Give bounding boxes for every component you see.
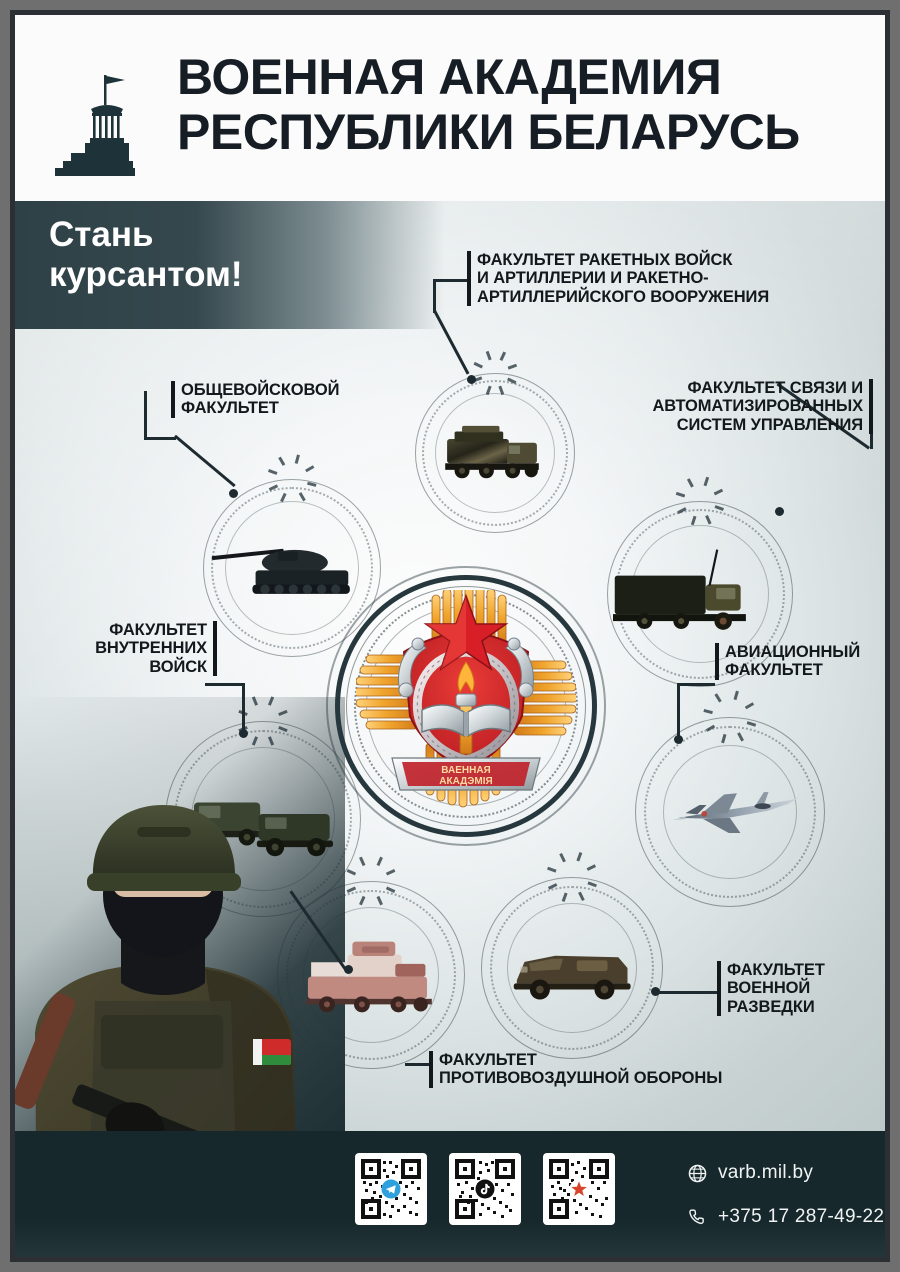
telegram-icon <box>381 1179 401 1199</box>
connector-internal-troops-v <box>242 683 245 733</box>
slogan-text: Стань курсантом! <box>49 215 243 295</box>
connector-dot-combined-arms <box>229 489 238 498</box>
connector-dot-intelligence <box>651 987 660 996</box>
connector-airdefense-h <box>405 1063 429 1066</box>
sam-launcher-vehicle-photo <box>300 904 443 1047</box>
connector-aviation-v <box>677 683 680 739</box>
qr-code-telegram[interactable] <box>355 1153 427 1225</box>
tiktok-note-icon <box>475 1179 495 1199</box>
medallion-air-defense <box>277 856 465 1069</box>
slogan-banner: Стань курсантом! <box>15 201 445 329</box>
website-text: varb.mil.by <box>718 1162 814 1183</box>
medallion-combined-arms <box>203 454 381 657</box>
qr-code-tiktok[interactable] <box>449 1153 521 1225</box>
emblem-outer-ring <box>326 566 606 846</box>
medallion-aviation <box>635 690 825 907</box>
connector-rocket-artillery-diag <box>433 309 470 375</box>
academy-rotunda-with-flag-icon <box>47 67 167 187</box>
label-rocket-artillery: ФАКУЛЬТЕТ РАКЕТНЫХ ВОЙСК И АРТИЛЛЕРИИ И … <box>467 251 847 307</box>
label-military-intelligence: ФАКУЛЬТЕТ ВОЕННОЙ РАЗВЕДКИ <box>717 961 877 1017</box>
page-title: ВОЕННАЯ АКАДЕМИЯ РЕСПУБЛИКИ БЕЛАРУСЬ <box>177 49 867 160</box>
title-line-2: РЕСПУБЛИКИ БЕЛАРУСЬ <box>177 104 800 160</box>
phone-icon <box>687 1207 708 1228</box>
connector-dot-rocket-artillery <box>467 375 476 384</box>
emblem-ribbon-line1: ВАЕННАЯ <box>441 765 490 776</box>
poster-body: Стань курсантом! <box>15 201 885 1257</box>
connector-combined-arms-v <box>144 391 147 439</box>
red-star-icon <box>569 1179 589 1199</box>
medallion-communications <box>607 476 793 687</box>
connector-dot-airdefense <box>344 965 353 974</box>
medallion-rocket-artillery <box>415 350 575 533</box>
medallion-military-intelligence <box>481 852 663 1059</box>
qr-code-row <box>355 1153 615 1225</box>
phone-row[interactable]: +375 17 287-49-22 <box>687 1201 884 1233</box>
footer-contacts: varb.mil.by +375 17 287-49-22 <box>687 1157 884 1233</box>
connector-rocket-artillery-v <box>433 279 436 313</box>
command-signal-truck-photo <box>613 523 770 664</box>
poster-frame: ВОЕННАЯ АКАДЕМИЯ РЕСПУБЛИКИ БЕЛАРУСЬ Ста… <box>10 10 890 1262</box>
missile-launcher-vehicle-photo <box>434 392 556 514</box>
phone-text: +375 17 287-49-22 <box>718 1206 885 1227</box>
label-internal-troops: ФАКУЛЬТЕТ ВНУТРЕННИХ ВОЙСК <box>57 621 217 677</box>
emblem-ring-dark <box>335 575 597 837</box>
fighter-jet-photo <box>658 740 802 884</box>
connector-dot-communications <box>775 507 784 516</box>
connector-internal-troops-h <box>205 683 245 686</box>
connector-aviation-h <box>677 683 715 686</box>
label-air-defense: ФАКУЛЬТЕТ ПРОТИВОВОЗДУШНОЙ ОБОРОНЫ <box>429 1051 799 1088</box>
military-academy-emblem: ВАЕННАЯ АКАДЭМІЯ <box>353 582 579 815</box>
armored-scout-car-photo <box>503 899 641 1037</box>
qr-code-social-star[interactable] <box>543 1153 615 1225</box>
emblem-ribbon-line2: АКАДЭМІЯ <box>439 776 492 787</box>
connector-rocket-artillery-h <box>433 279 467 282</box>
connector-combined-arms-h <box>144 437 176 440</box>
main-battle-tank-photo <box>212 500 359 635</box>
title-line-1: ВОЕННАЯ АКАДЕМИЯ <box>177 49 722 105</box>
poster-footer: varb.mil.by +375 17 287-49-22 <box>15 1131 885 1257</box>
website-row[interactable]: varb.mil.by <box>687 1157 884 1189</box>
globe-icon <box>687 1163 708 1184</box>
poster-header: ВОЕННАЯ АКАДЕМИЯ РЕСПУБЛИКИ БЕЛАРУСЬ <box>15 15 885 201</box>
central-emblem-assembly: ВАЕННАЯ АКАДЭМІЯ <box>326 566 606 846</box>
emblem-ring-thin <box>346 586 586 826</box>
connector-dot-internal-troops <box>239 729 248 738</box>
label-communications: ФАКУЛЬТЕТ СВЯЗИ И АВТОМАТИЗИРОВАННЫХ СИС… <box>615 379 873 435</box>
connector-intelligence-h <box>655 991 717 994</box>
connector-dot-aviation <box>674 735 683 744</box>
label-combined-arms: ОБЩЕВОЙСКОВОЙ ФАКУЛЬТЕТ <box>171 381 391 418</box>
label-aviation: АВИАЦИОННЫЙ ФАКУЛЬТЕТ <box>715 643 885 680</box>
